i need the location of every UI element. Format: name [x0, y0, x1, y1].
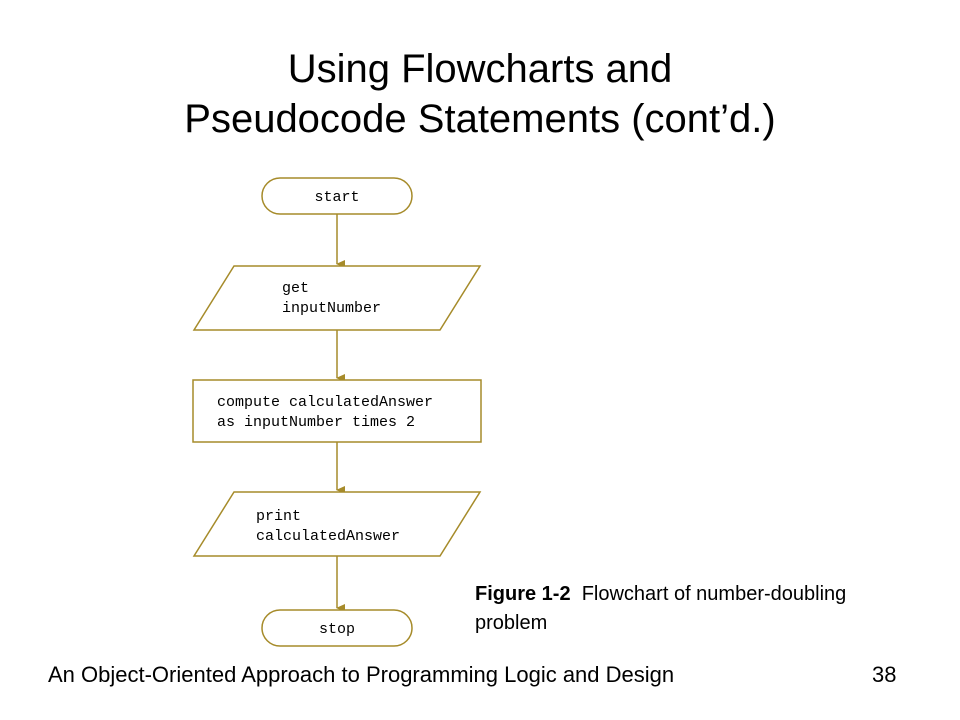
- figure-caption: Figure 1-2 Flowchart of number-doubling …: [475, 580, 895, 638]
- output-label-line1: print: [256, 508, 301, 525]
- start-label: start: [314, 189, 359, 206]
- process-label-line2: as inputNumber times 2: [217, 414, 415, 431]
- page-number: 38: [872, 662, 897, 687]
- footer-text: An Object-Oriented Approach to Programmi…: [48, 662, 675, 687]
- input-label-line2: inputNumber: [282, 300, 381, 317]
- stop-terminal: [261, 609, 413, 647]
- output-parallelogram: [192, 491, 482, 557]
- process-box: [192, 379, 482, 443]
- input-parallelogram: [192, 265, 482, 331]
- output-label-line2: calculatedAnswer: [256, 528, 400, 545]
- slide-title: Using Flowcharts and Pseudocode Statemen…: [0, 44, 960, 144]
- stop-label: stop: [319, 621, 355, 638]
- figure-label: Figure 1-2: [475, 583, 571, 605]
- slide-title-line2: Pseudocode Statements (cont’d.): [184, 97, 776, 141]
- process-label-line1: compute calculatedAnswer: [217, 394, 433, 411]
- figure-caption-text: Flowchart of number-doubling problem: [475, 583, 847, 634]
- input-label-line1: get: [282, 280, 309, 297]
- slide-title-line1: Using Flowcharts and: [287, 47, 673, 91]
